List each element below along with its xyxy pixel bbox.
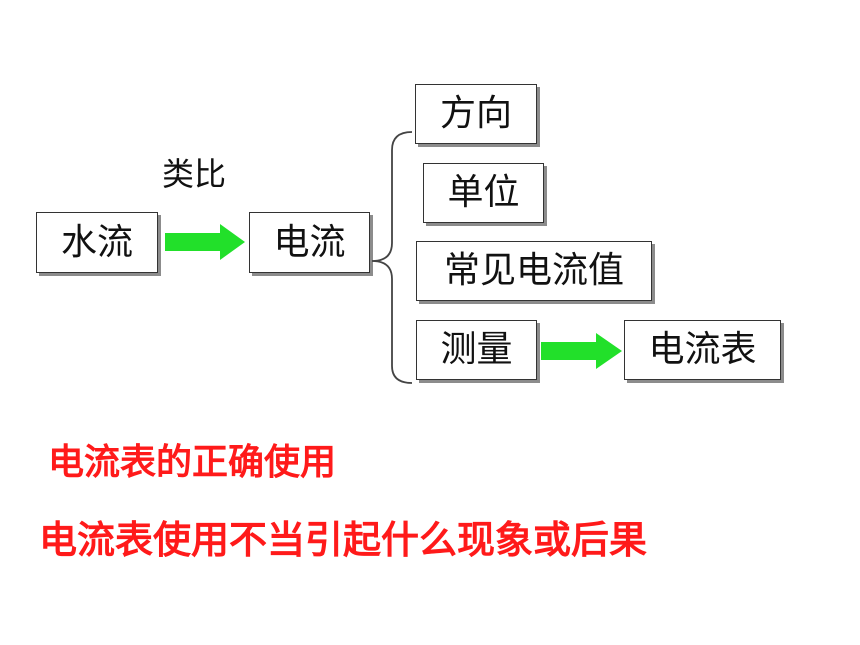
unit-box: 单位: [423, 163, 544, 223]
measurement-box: 测量: [416, 320, 537, 380]
current-box: 电流: [249, 212, 370, 273]
current-label: 电流: [273, 221, 346, 263]
water-flow-label: 水流: [60, 221, 133, 263]
unit-label: 单位: [447, 172, 520, 213]
water-to-current-arrow: [165, 224, 245, 260]
common-current-values-label: 常见电流值: [443, 250, 624, 291]
analogy-label: 类比: [162, 155, 227, 193]
ammeter-box: 电流表: [624, 320, 781, 380]
direction-box: 方向: [415, 84, 537, 144]
measurement-label: 测量: [440, 329, 513, 370]
correct-use-heading: 电流表的正确使用: [48, 442, 337, 483]
measurement-to-ammeter-arrow: [541, 333, 622, 369]
water-flow-box: 水流: [36, 212, 158, 273]
ammeter-label: 电流表: [648, 329, 757, 370]
common-current-values-box: 常见电流值: [416, 241, 652, 301]
direction-label: 方向: [439, 93, 512, 134]
improper-use-question: 电流表使用不当引起什么现象或后果: [39, 518, 648, 562]
category-brace: [371, 131, 413, 384]
